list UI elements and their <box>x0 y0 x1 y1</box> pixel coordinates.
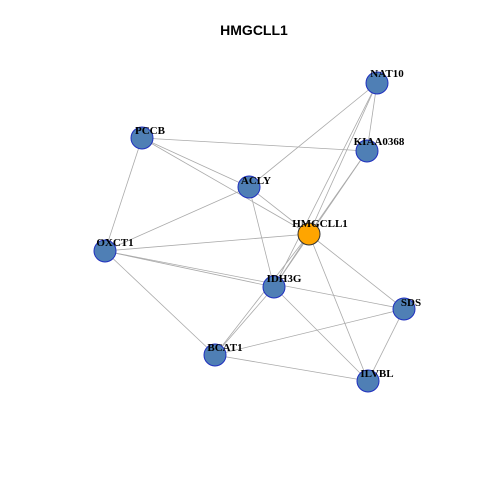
node-label: NAT10 <box>370 68 404 80</box>
edge-acly-oxct1 <box>104 186 250 252</box>
edge-sds-ilvbl <box>367 308 405 382</box>
node-oxct1: OXCT1 <box>93 237 134 263</box>
node-label: HMGCLL1 <box>292 218 348 230</box>
node-acly: ACLY <box>237 175 271 199</box>
edge-idh3g-bcat1 <box>214 286 275 356</box>
edge-nat10-idh3g <box>273 82 378 288</box>
node-label: ACLY <box>241 175 271 187</box>
edge-acly-idh3g <box>248 186 275 288</box>
edge-layer <box>104 82 405 382</box>
edge-hmgcll1-sds <box>308 233 405 310</box>
node-label: BCAT1 <box>207 342 242 354</box>
node-hmgcll1: HMGCLL1 <box>292 218 348 246</box>
edge-oxct1-idh3g <box>104 250 275 288</box>
node-ilvbl: ILVBL <box>356 368 394 393</box>
node-circle <box>130 126 154 150</box>
edge-pccb-acly <box>141 137 250 188</box>
edge-kiaa0368-idh3g <box>273 150 368 288</box>
edge-pccb-oxct1 <box>104 137 143 252</box>
node-sds: SDS <box>392 297 421 321</box>
node-label: ILVBL <box>360 368 393 380</box>
edge-hmgcll1-oxct1 <box>104 233 310 252</box>
node-circle <box>365 71 389 95</box>
edge-idh3g-ilvbl <box>273 286 369 382</box>
node-circle <box>355 139 379 163</box>
node-circle <box>392 297 416 321</box>
node-circle <box>237 175 261 199</box>
node-circle <box>262 275 286 299</box>
edge-hmgcll1-bcat1 <box>214 233 310 356</box>
edge-acly-hmgcll1 <box>248 186 310 235</box>
node-label: OXCT1 <box>96 237 133 249</box>
node-label: PCCB <box>135 125 166 137</box>
edge-oxct1-sds <box>104 250 405 310</box>
edge-sds-bcat1 <box>214 308 405 356</box>
node-idh3g: IDH3G <box>262 273 302 299</box>
edge-pccb-hmgcll1 <box>141 137 310 235</box>
node-circle <box>93 239 117 263</box>
node-nat10: NAT10 <box>365 68 404 95</box>
node-label: IDH3G <box>267 273 302 285</box>
node-circle <box>203 343 227 367</box>
edge-oxct1-bcat1 <box>104 250 216 356</box>
node-kiaa0368: KIAA0368 <box>354 136 405 163</box>
node-label: KIAA0368 <box>354 136 405 148</box>
node-circle <box>356 369 380 393</box>
edge-nat10-acly <box>248 82 378 188</box>
edge-nat10-hmgcll1 <box>308 82 378 235</box>
node-circle <box>297 222 321 246</box>
graph-title: HMGCLL1 <box>220 22 288 38</box>
node-pccb: PCCB <box>130 125 166 150</box>
edge-hmgcll1-ilvbl <box>308 233 369 382</box>
node-label: SDS <box>401 297 421 309</box>
edge-kiaa0368-pccb <box>141 137 368 152</box>
edge-bcat1-ilvbl <box>214 354 369 382</box>
node-bcat1: BCAT1 <box>203 342 243 367</box>
